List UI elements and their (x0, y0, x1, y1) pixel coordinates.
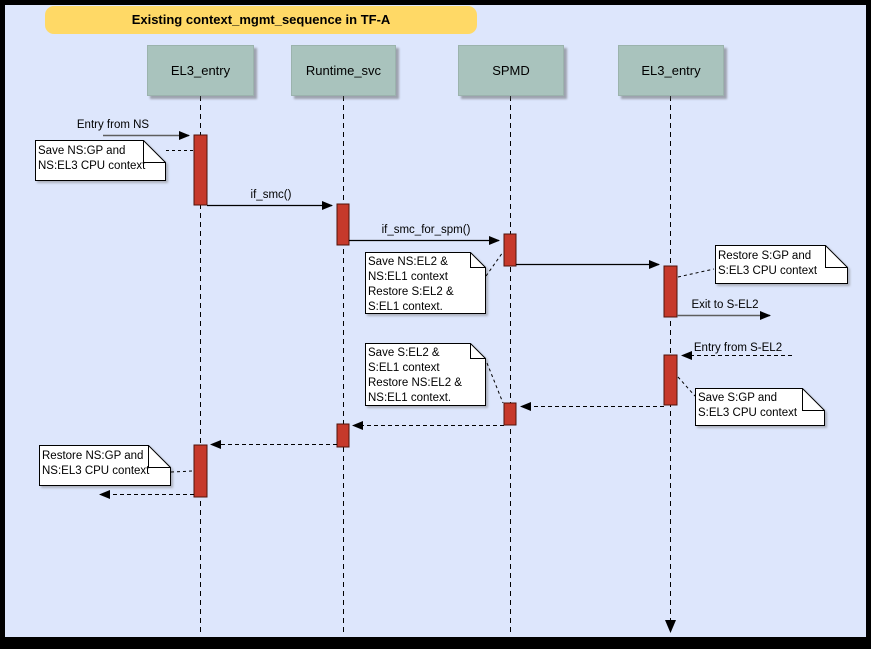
diagram-title: Existing context_mgmt_sequence in TF-A (45, 6, 477, 34)
note-connector (485, 251, 504, 277)
note-connector (170, 470, 194, 473)
message-label-entry-from-s-el2: Entry from S-EL2 (693, 342, 783, 354)
activation-bar (503, 233, 517, 267)
note-shape-restore-s-gp (715, 245, 848, 284)
actor-box-spmd: SPMD (458, 45, 564, 96)
note-restore-s-gp: Restore S:GP and S:EL3 CPU context (718, 250, 818, 277)
activation-bar (336, 203, 350, 246)
actor-label: SPMD (492, 63, 530, 78)
note-connector (486, 362, 504, 404)
message-label-if-smc: if_smc() (250, 189, 292, 201)
note-save-s-gp: Save S:GP and S:EL3 CPU context (698, 392, 798, 419)
note-shape-save-s-gp (695, 388, 825, 426)
note-shape-save-ns-el2 (365, 252, 486, 314)
message-label-if-smc-for-spm: if_smc_for_spm() (381, 224, 471, 236)
activation-bar (336, 423, 350, 448)
note-connector (677, 268, 715, 278)
message-label-exit-to-s-el2: Exit to S-EL2 (691, 299, 759, 311)
activation-bar (503, 402, 517, 426)
message-label-entry-from-ns: Entry from NS (76, 119, 150, 131)
activation-bar (193, 134, 208, 206)
lifeline-end-arrow-icon (665, 620, 676, 633)
note-restore-ns-gp: Restore NS:GP and NS:EL3 CPU context (42, 450, 150, 477)
actor-label: Runtime_svc (305, 63, 382, 78)
diagram-canvas (5, 5, 866, 637)
note-save-ns-gp: Save NS:GP and NS:EL3 CPU context (38, 145, 146, 172)
note-shape-save-ns-gp (35, 140, 166, 181)
actor-box-runtime-svc: Runtime_svc (291, 45, 396, 96)
note-connector (677, 376, 696, 397)
note-save-ns-el2: Save NS:EL2 & NS:EL1 context Restore S:E… (368, 256, 454, 313)
actor-box-el3-entry-s: EL3_entry (618, 45, 724, 96)
actor-label: EL3_entry (641, 63, 701, 78)
note-fold-icon (143, 140, 848, 468)
actor-box-el3-entry-ns: EL3_entry (147, 45, 254, 96)
activation-bar (663, 354, 678, 406)
activation-bar (663, 265, 678, 318)
note-save-s-el2: Save S:EL2 & S:EL1 context Restore NS:EL… (368, 347, 462, 404)
note-shape-save-s-el2 (365, 343, 486, 406)
note-shape-restore-ns-gp (39, 445, 171, 486)
actor-label: EL3_entry (170, 63, 231, 78)
activation-bar (193, 444, 208, 498)
